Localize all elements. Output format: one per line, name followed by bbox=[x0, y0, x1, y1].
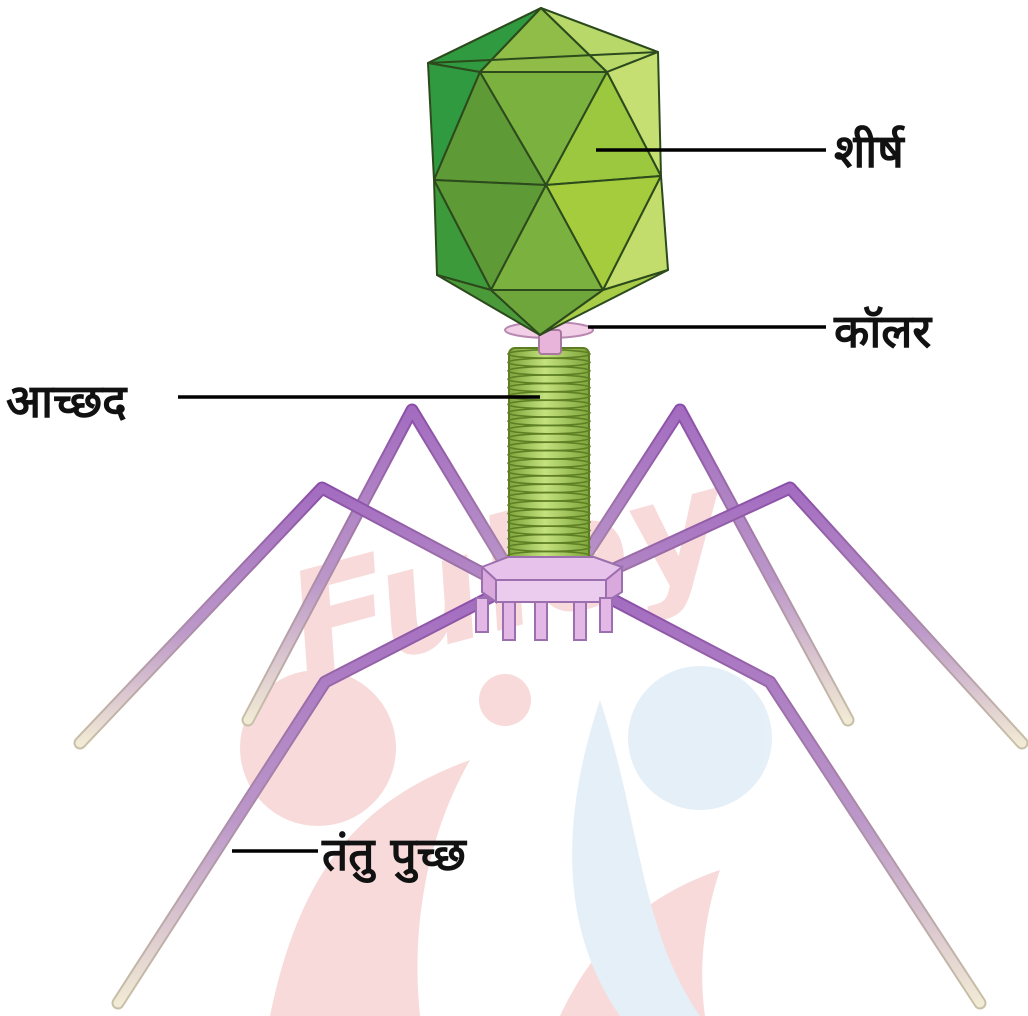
capsid-head bbox=[428, 8, 668, 335]
tail-sheath bbox=[508, 348, 590, 580]
label-tail-fibres: तंतु पुच्छ bbox=[321, 827, 468, 884]
label-sheath: आच्छद bbox=[6, 374, 128, 428]
watermark-red-small-circle bbox=[479, 674, 531, 726]
label-collar: कॉलर bbox=[833, 304, 933, 358]
watermark-logo: Fuley bbox=[240, 432, 772, 1016]
watermark-blue-circle bbox=[628, 666, 772, 810]
label-head: शीर्ष bbox=[834, 124, 906, 178]
